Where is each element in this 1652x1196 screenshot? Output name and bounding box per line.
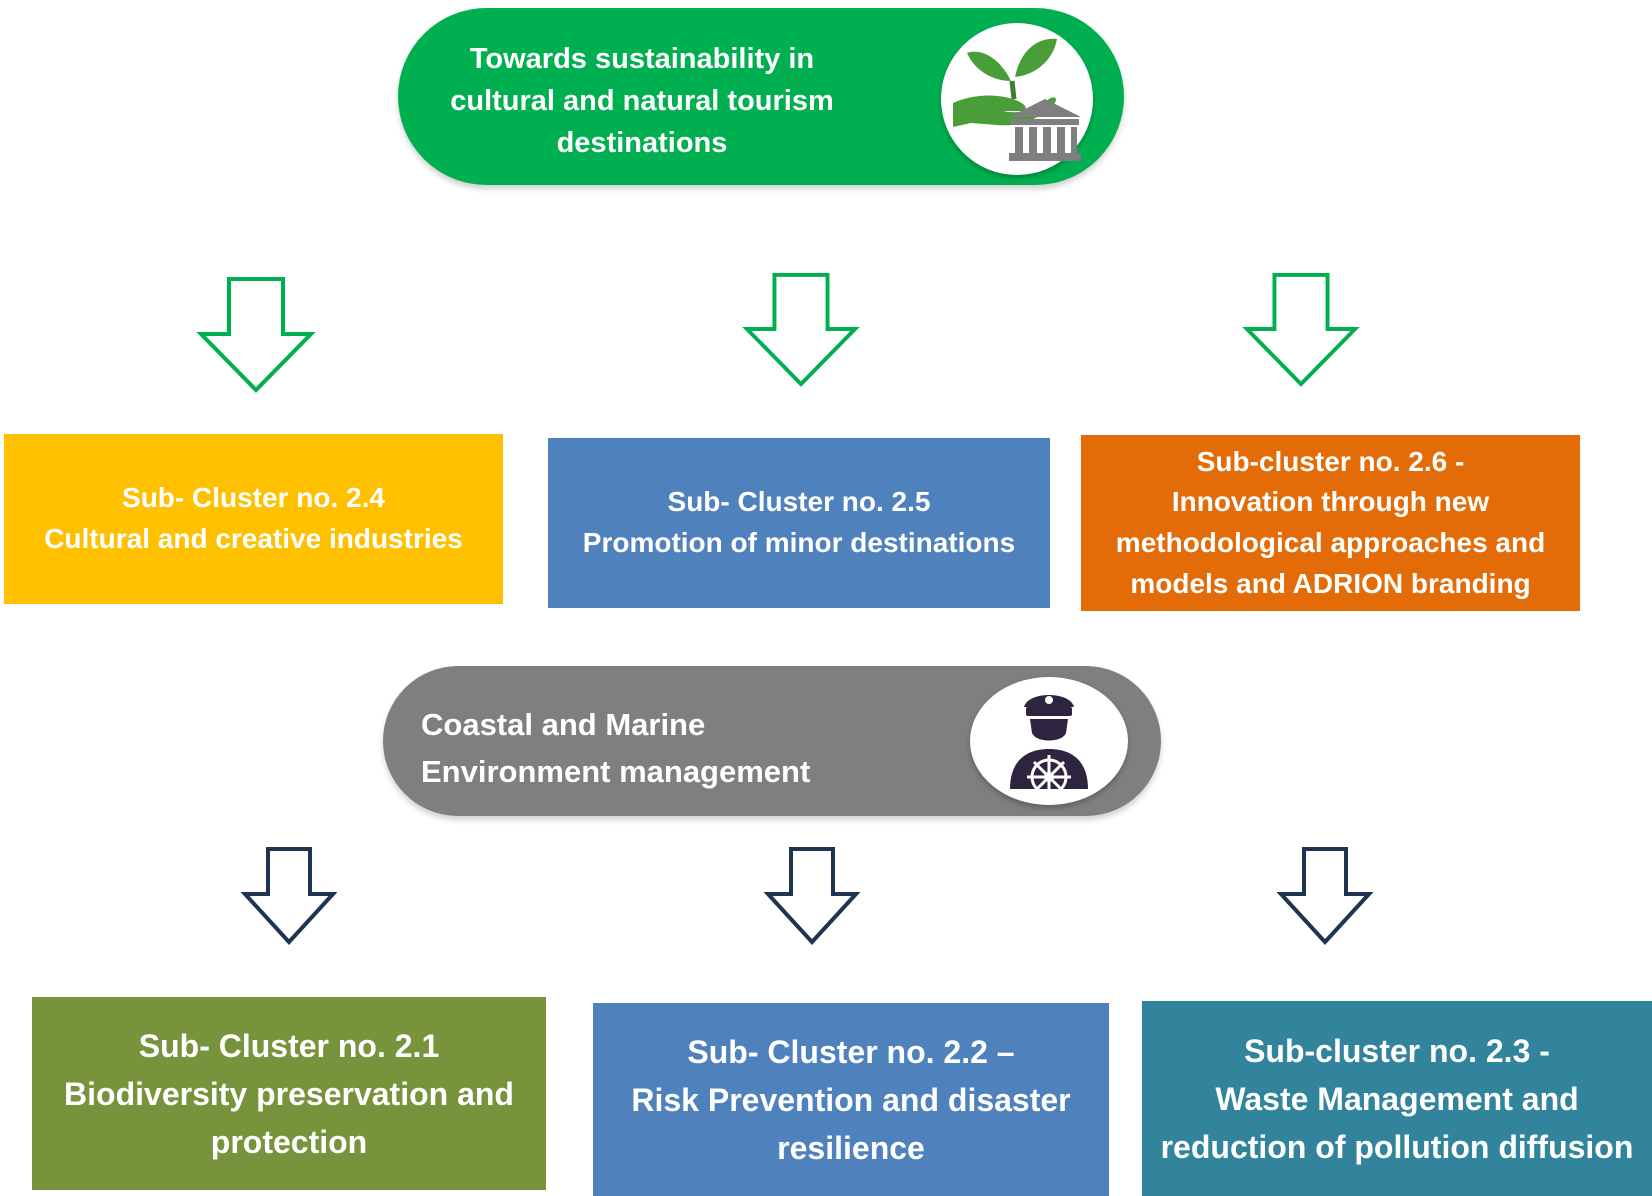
cluster-title: Sub- Cluster no. 2.1 [138,1027,440,1064]
arrow-down-icon [241,847,337,945]
cluster-desc: Promotion of minor destinations [582,527,1016,558]
cluster-title: Sub- Cluster no. 2.5 [667,486,931,518]
cluster-box-2-4: Sub- Cluster no. 2.4 Cultural and creati… [4,434,503,604]
cluster-desc: Risk Prevention and disaster resilience [631,1081,1071,1166]
arrow-down-icon [1242,272,1360,387]
cluster-desc: Biodiversity preservation and protection [64,1075,514,1160]
top-theme-node: Towards sustainability in cultural and n… [398,8,1124,185]
cluster-box-2-1: Sub- Cluster no. 2.1 Biodiversity preser… [32,997,546,1190]
arrow-down-icon [196,277,316,393]
cluster-desc: Innovation through new methodological ap… [1115,486,1546,599]
arrow-down-icon [764,847,860,945]
hand-plant-building-icon [953,38,1081,161]
cluster-desc: Waste Management and reduction of pollut… [1160,1080,1634,1165]
cluster-title: Sub- Cluster no. 2.2 – [687,1033,1015,1070]
top-theme-icon-circle [941,23,1093,175]
ship-captain-icon [1010,695,1088,799]
cluster-title: Sub-cluster no. 2.6 - [1196,445,1465,477]
arrow-down-icon [1277,847,1373,945]
cluster-box-2-2: Sub- Cluster no. 2.2 – Risk Prevention a… [593,1003,1109,1196]
bottom-theme-node: Coastal and Marine Environment managemen… [383,666,1161,816]
bottom-theme-title: Coastal and Marine Environment managemen… [421,707,811,789]
cluster-box-2-5: Sub- Cluster no. 2.5 Promotion of minor … [548,438,1050,608]
top-theme-title: Towards sustainability in cultural and n… [450,43,834,160]
bottom-theme-icon-circle [970,677,1128,805]
cluster-title: Sub-cluster no. 2.3 - [1244,1032,1550,1069]
cluster-title: Sub- Cluster no. 2.4 [122,482,385,514]
cluster-desc: Cultural and creative industries [44,523,463,554]
arrow-down-icon [742,272,860,387]
cluster-box-2-3: Sub-cluster no. 2.3 - Waste Management a… [1142,1001,1652,1196]
cluster-box-2-6: Sub-cluster no. 2.6 - Innovation through… [1081,435,1580,611]
